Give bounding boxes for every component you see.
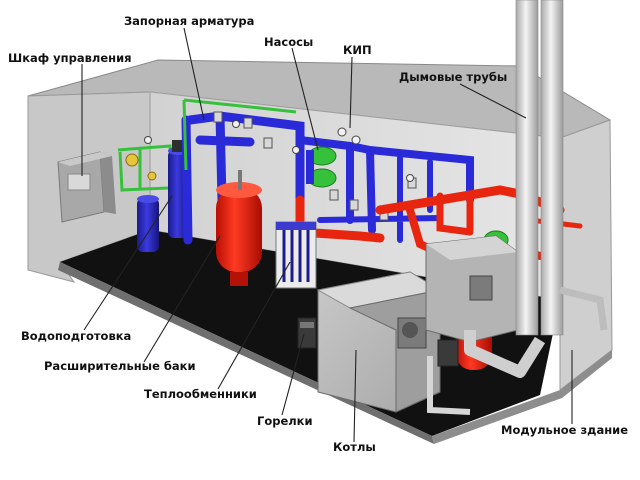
boilers xyxy=(316,235,519,413)
label-modular-building: Модульное здание xyxy=(501,423,629,437)
label-chimneys: Дымовые трубы xyxy=(399,70,508,84)
label-pumps: Насосы xyxy=(264,35,314,49)
burners xyxy=(297,317,459,367)
control-cabinet xyxy=(57,151,116,223)
label-heat-exchangers: Теплообменники xyxy=(144,387,257,401)
label-instruments: КИП xyxy=(343,43,372,57)
heat-exchangers xyxy=(275,221,317,289)
leader-vodo xyxy=(83,195,173,331)
label-shutoff-valves: Запорная арматура xyxy=(124,14,255,28)
leader-gorelki xyxy=(281,333,305,416)
instruments xyxy=(144,120,414,182)
chimneys xyxy=(427,0,608,415)
leader-rasshir xyxy=(143,235,221,363)
label-burners: Горелки xyxy=(257,414,313,428)
leader-dym xyxy=(459,83,527,119)
leader-kotly xyxy=(353,349,357,443)
right-end-wall xyxy=(559,119,613,392)
floor-edge-right xyxy=(432,350,612,444)
shutoff-valves-piping xyxy=(181,98,474,245)
leader-kip xyxy=(349,56,353,129)
label-expansion-tanks: Расширительные баки xyxy=(44,359,196,373)
leader-nasosy xyxy=(291,47,319,151)
leader-lines xyxy=(81,27,573,443)
leader-teplo xyxy=(217,261,291,390)
label-water-treatment: Водоподготовка xyxy=(21,329,132,343)
label-boilers: Котлы xyxy=(333,440,376,454)
floor-edge xyxy=(58,262,434,444)
leader-zapor xyxy=(183,27,205,121)
label-control-cabinet: Шкаф управления xyxy=(8,51,132,65)
